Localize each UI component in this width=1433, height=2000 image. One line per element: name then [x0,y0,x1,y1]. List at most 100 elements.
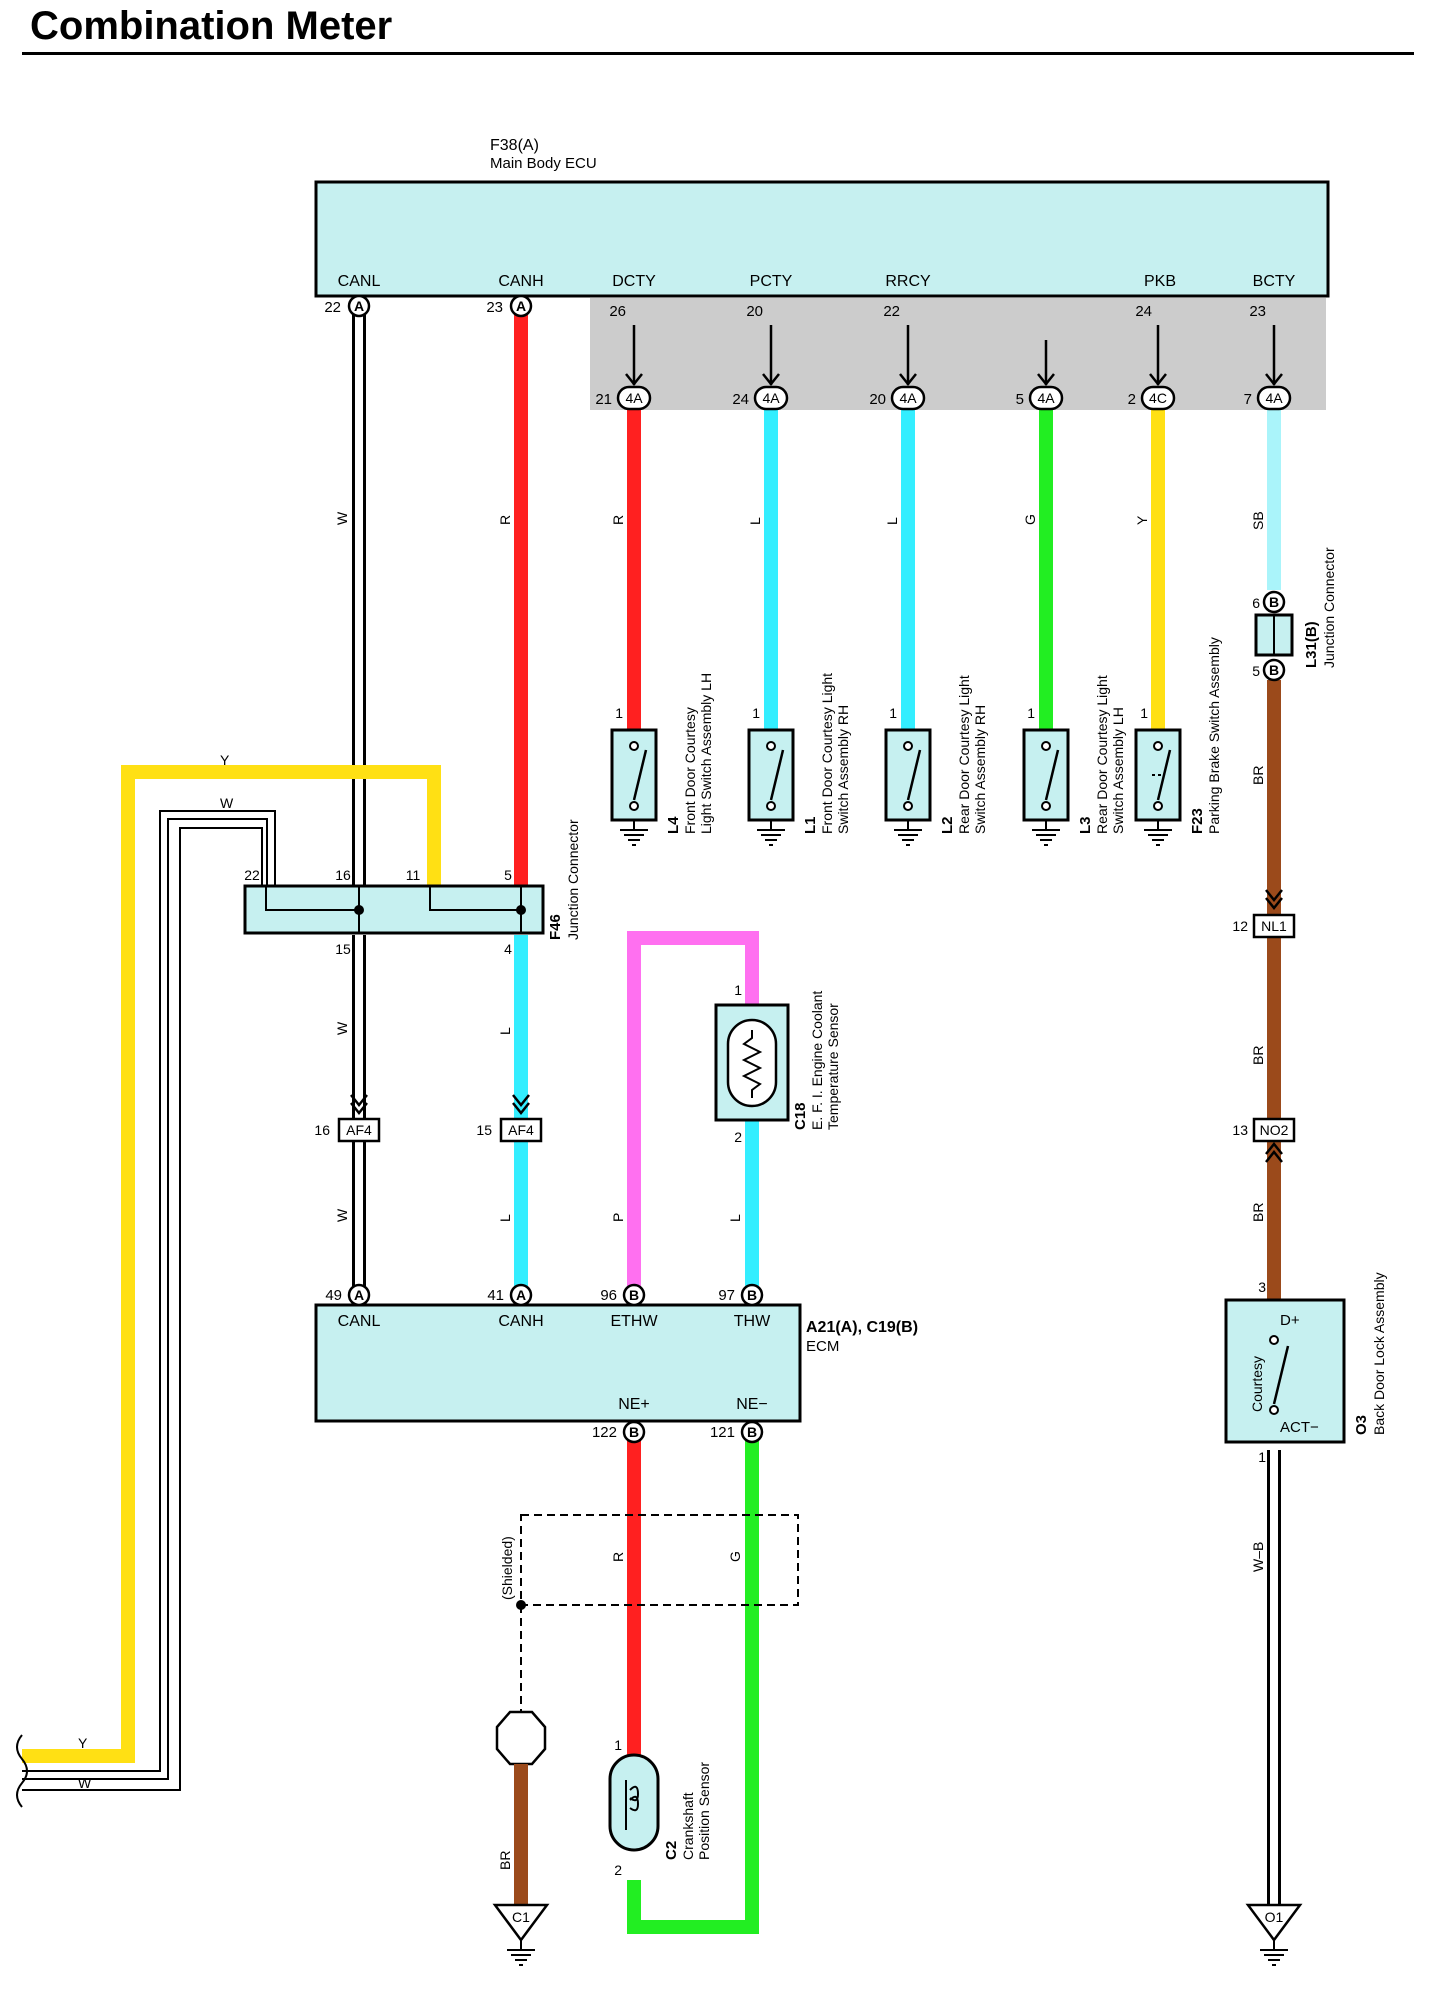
pin-number: 22 [883,303,900,320]
f46-pin: 4 [504,941,512,957]
ecm-pin: THW [734,1313,771,1330]
wire-label: W [78,1775,92,1791]
connector-tag: B [1269,662,1279,678]
wire-label: BR [1250,766,1266,785]
wire-label: W [334,511,350,525]
ecm-pin: NE− [736,1396,768,1413]
switch-code: F23 [1189,808,1206,834]
switch-code: L4 [665,816,682,834]
connector-band [590,298,1326,410]
wire-label: L [884,517,900,525]
junction-tag: 4A [1037,390,1055,406]
title-rule [22,52,1414,55]
ecm: A A B B 49 41 96 97 CANL CANH ETHW THW N… [314,1283,918,1444]
back-door-code: O3 [1353,1415,1370,1435]
shielded-label: (Shielded) [499,1536,515,1600]
switch-name: Switch Assembly RH [972,705,988,834]
ground-tag: O1 [1265,1909,1284,1925]
ecu-arrows [625,325,1283,387]
wire-pcty [764,410,778,730]
wire-label: W [220,795,234,811]
no2-tag: NO2 [1260,1122,1289,1138]
wire-label: L [747,517,763,525]
pin-number: 20 [746,303,763,320]
connector-tag: B [1269,594,1279,610]
nl1-connector: NL1 12 [1232,889,1296,939]
connector-tag: A [354,1287,364,1303]
shield-ground: C1 [492,1710,550,1966]
wire-label: BR [1250,1203,1266,1222]
switch-name: Parking Brake Switch Assembly [1206,637,1222,834]
ecm-pin-number: 121 [710,1424,735,1441]
back-door-pin: 3 [1258,1279,1266,1295]
wire-label: G [1022,514,1038,525]
switch-pin: 1 [1140,705,1148,721]
switch-name: Switch Assembly RH [835,705,851,834]
switch-l1: 1 L1 Front Door Courtesy Light Switch As… [747,673,851,846]
sensor-name: Temperature Sensor [825,1003,841,1130]
wire-bcty [1267,410,1281,590]
switch-code: L2 [939,816,956,834]
nl1-pin: 12 [1232,918,1248,934]
wire-dcty [627,410,641,730]
af4-pin: 16 [314,1122,330,1138]
ecm-pin-number: 96 [600,1287,617,1304]
ecm-pin: ETHW [610,1313,658,1330]
junction-code: L31(B) [1303,621,1320,668]
pin-pkb: PKB [1144,273,1176,290]
switch-name: Light Switch Assembly LH [698,673,714,834]
junction-pin: 5 [1016,391,1024,408]
switch-name: Rear Door Courtesy Light [1094,675,1110,834]
connector-tag: A [354,298,364,314]
sensor-code: C2 [663,1841,680,1860]
back-door-courtesy: Courtesy [1249,1356,1265,1412]
ecm-code: A21(A), C19(B) [806,1319,918,1336]
ecm-pin-number: 97 [718,1287,735,1304]
pin-pcty: PCTY [750,273,793,290]
ecm-pin-number: 49 [325,1287,342,1304]
f46-name: Junction Connector [565,819,581,940]
pin-number: 23 [1249,303,1266,320]
switch-pin: 1 [889,705,897,721]
connector-a-canh [509,294,533,318]
wire-back-door-br [1267,680,1281,1300]
wire-rrcy [901,410,915,730]
sensor-pin: 1 [614,1737,622,1753]
wire-label: L [497,1214,513,1222]
switch-l2: 1 L2 Rear Door Courtesy Light Switch Ass… [884,675,988,846]
f46-pin: 22 [244,867,260,883]
crankshaft-sensor: 1 2 C2 Crankshaft Position Sensor [608,1737,712,1878]
wire-rrcy-g [1039,410,1053,730]
switch-l4: 1 L4 Front Door Courtesy Light Switch As… [610,673,714,846]
junction-pin: 20 [869,391,886,408]
pin-number: 26 [609,303,626,320]
connector-a-canl [347,294,371,318]
wire-ne-minus [627,1440,759,1934]
ecm-box [314,1303,802,1423]
switch-l3: 1 L3 Rear Door Courtesy Light Switch Ass… [1022,675,1126,846]
pin-number: 23 [486,299,503,316]
pin-number: 24 [1135,303,1152,320]
switch-pin: 1 [615,705,623,721]
ecm-pin: CANH [498,1313,543,1330]
junction-tag: 4A [762,390,780,406]
wire-label: R [610,515,626,525]
wire-label: W [334,1208,350,1222]
wire-label: Y [220,752,230,768]
junction-pin: 24 [732,391,749,408]
junction-pin: 21 [595,391,612,408]
pin-number: 22 [324,299,341,316]
junction-l31: B 6 B 5 L31(B) Junction Connector [1252,547,1337,682]
junction-tag: 4A [899,390,917,406]
no2-pin: 13 [1232,1122,1248,1138]
wire-label: G [727,1551,743,1562]
junction-pin: 2 [1128,391,1136,408]
wire-label: W–B [1250,1542,1266,1572]
connector-tag: B [629,1424,639,1440]
wire-thw [745,1120,759,1295]
ecm-pin: NE+ [618,1396,650,1413]
sensor-pin: 1 [734,982,742,998]
pin-canh: CANH [498,273,543,290]
wire-back-door-wb [1267,1450,1281,1910]
